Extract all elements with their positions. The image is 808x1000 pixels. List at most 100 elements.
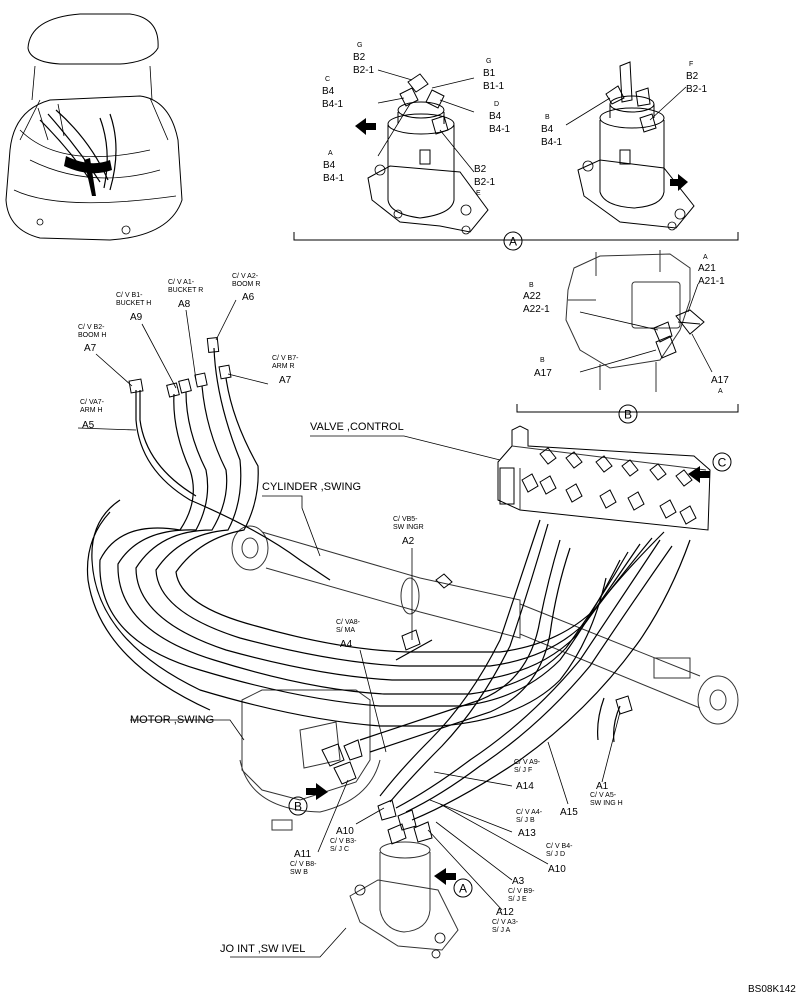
hose-bundle (86, 347, 691, 821)
callout-a6: C/ V A2-BOOM R A6 (232, 273, 260, 303)
callout-a14: C/ V A9-S/ J F A14 (514, 759, 541, 792)
label-motor-swing: MOTOR ,SWING (130, 714, 214, 726)
view-b-marker: B (618, 404, 638, 424)
callout-view-a-g-right: G B1 B1-1 (483, 58, 505, 92)
svg-text:A17: A17 (534, 368, 552, 379)
diagram-id-label: BS08K142 (748, 984, 796, 995)
view-b-panel: B (516, 250, 739, 424)
view-a-marker: A (503, 231, 523, 251)
svg-text:C/ V A4-S/ J B: C/ V A4-S/ J B (516, 809, 543, 824)
view-a-panel: A (293, 61, 739, 251)
callout-a4: C/ VA8-S/ MA A4 (336, 619, 361, 650)
svg-text:C/ VA8-S/ MA: C/ VA8-S/ MA (336, 619, 361, 634)
callout-view-a-c: C B4 B4-1 (322, 76, 344, 110)
svg-text:C: C (325, 76, 330, 83)
svg-text:B1: B1 (483, 68, 496, 79)
callout-a10-left: A10 C/ V B3-S/ J C (330, 826, 357, 853)
svg-text:A2: A2 (402, 536, 415, 547)
callout-view-b-a21: A A21 A21-1 (698, 254, 725, 287)
svg-text:A12: A12 (496, 907, 514, 918)
callout-a12: A12 C/ V A3-S/ J A (492, 907, 519, 934)
view-b-label-group: A A21 A21-1 B A22 A22-1 B A17 A17 A (523, 254, 729, 395)
svg-text:B2-1: B2-1 (686, 84, 708, 95)
svg-text:C/ V B7-ARM R: C/ V B7-ARM R (272, 355, 299, 370)
callout-a10-right: C/ V B4-S/ J D A10 (546, 843, 573, 875)
svg-text:B4-1: B4-1 (541, 137, 563, 148)
svg-text:B2-1: B2-1 (474, 177, 496, 188)
svg-text:G: G (486, 58, 491, 65)
svg-text:A21: A21 (698, 263, 716, 274)
callout-view-b-a17-right: A17 A (711, 375, 729, 395)
callout-view-a-e: B2 B2-1 E (474, 164, 496, 197)
callout-a5: C/ VA7-ARM H A5 (80, 399, 105, 431)
svg-text:A21-1: A21-1 (698, 276, 725, 287)
swing-motor-detail (565, 250, 705, 392)
svg-text:C/ V B8-SW B: C/ V B8-SW B (290, 861, 317, 876)
svg-text:A: A (328, 150, 333, 157)
svg-text:A22: A22 (523, 291, 541, 302)
svg-text:C/ V A9-S/ J F: C/ V A9-S/ J F (514, 759, 541, 774)
svg-text:A4: A4 (340, 639, 353, 650)
svg-text:A22-1: A22-1 (523, 304, 550, 315)
svg-text:C/ V B9-S/ J E: C/ V B9-S/ J E (508, 888, 535, 903)
callout-a2: C/ VB5-SW INGR A2 (393, 516, 424, 547)
svg-text:B: B (294, 800, 302, 814)
svg-text:C/ V A1-BUCKET R: C/ V A1-BUCKET R (168, 279, 203, 294)
svg-text:A7: A7 (279, 375, 292, 386)
svg-text:A: A (718, 388, 723, 395)
svg-text:B1-1: B1-1 (483, 81, 505, 92)
svg-text:B: B (545, 114, 550, 121)
svg-text:A13: A13 (518, 828, 536, 839)
view-a-right-swivel (577, 61, 695, 231)
svg-text:B4: B4 (322, 86, 335, 97)
callout-a3: A3 C/ V B9-S/ J E (508, 876, 535, 903)
hose-end-fittings (128, 336, 633, 845)
svg-text:B4-1: B4-1 (322, 99, 344, 110)
svg-text:A7: A7 (84, 343, 97, 354)
svg-text:D: D (494, 101, 499, 108)
svg-text:B2-1: B2-1 (353, 65, 375, 76)
callout-view-b-a22: B A22 A22-1 (523, 282, 550, 315)
callout-view-a-d: D B4 B4-1 (489, 101, 511, 135)
svg-text:G: G (357, 42, 362, 49)
svg-text:A10: A10 (548, 864, 566, 875)
svg-text:C/ V A5-SW ING H: C/ V A5-SW ING H (590, 792, 623, 807)
machine-overview (5, 13, 183, 241)
svg-text:B4: B4 (541, 124, 554, 135)
svg-text:A8: A8 (178, 299, 191, 310)
callout-a8: C/ V A1-BUCKET R A8 (168, 279, 203, 310)
view-a-left-swivel (367, 73, 489, 235)
callout-view-a-f: F B2 B2-1 (686, 61, 708, 95)
svg-text:B: B (529, 282, 534, 289)
callout-a7-left: C/ V B2-BOOM H A7 (78, 324, 106, 354)
swing-cylinder (231, 525, 739, 725)
callout-view-a-g-top: G B2 B2-1 (353, 42, 375, 76)
svg-text:B: B (624, 408, 632, 422)
view-a-label-group: G B2 B2-1 C B4 B4-1 G B1 B1-1 D B4 B4-1 … (322, 42, 708, 197)
svg-text:C/ V A3-S/ J A: C/ V A3-S/ J A (492, 919, 519, 934)
callout-a9: C/ V B1-BUCKET H A9 (116, 292, 151, 323)
svg-text:B4-1: B4-1 (489, 124, 511, 135)
callout-a13: C/ V A4-S/ J B A13 (516, 809, 543, 839)
svg-text:A10: A10 (336, 826, 354, 837)
view-b-arrow: B (288, 783, 328, 816)
callout-a7-right: C/ V B7-ARM R A7 (272, 355, 299, 386)
svg-text:A: A (703, 254, 708, 261)
view-a-arrow: A (434, 868, 473, 898)
svg-text:A5: A5 (82, 420, 95, 431)
svg-text:C/ V B1-BUCKET H: C/ V B1-BUCKET H (116, 292, 151, 307)
svg-text:B4-1: B4-1 (323, 173, 345, 184)
swivel-joint (349, 841, 459, 959)
svg-text:A6: A6 (242, 292, 255, 303)
label-joint-swivel: JO INT ,SW IVEL (220, 943, 305, 955)
label-valve-control: VALVE ,CONTROL (310, 421, 404, 433)
svg-text:B4: B4 (489, 111, 502, 122)
callout-view-b-a17-left: B A17 (534, 357, 552, 379)
svg-text:B: B (540, 357, 545, 364)
overview-hose-bundle (19, 103, 161, 196)
view-c-arrow: C (688, 452, 732, 483)
svg-text:F: F (689, 61, 693, 68)
svg-text:C/ V B3-S/ J C: C/ V B3-S/ J C (330, 838, 357, 853)
svg-text:B4: B4 (323, 160, 336, 171)
svg-text:A9: A9 (130, 312, 143, 323)
